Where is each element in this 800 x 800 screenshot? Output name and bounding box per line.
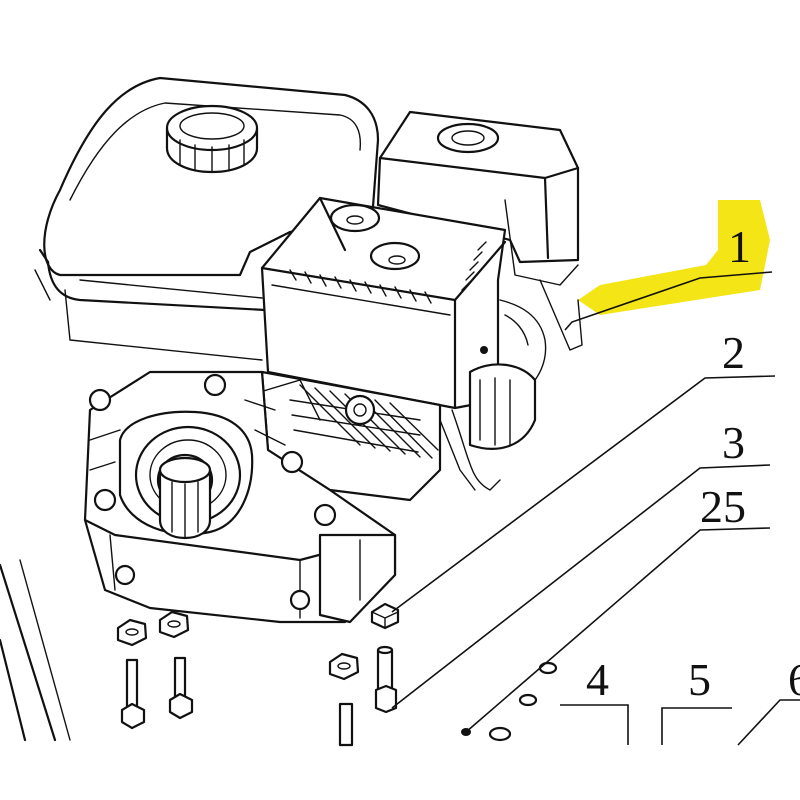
frame-line-2 — [0, 638, 27, 742]
callout-6: 6 — [788, 654, 800, 705]
frame-line-1 — [0, 563, 57, 742]
callout-2: 2 — [722, 327, 745, 378]
air-cleaner — [376, 110, 583, 351]
leader-1 — [564, 271, 773, 331]
callout-3: 3 — [722, 417, 745, 468]
leader-3 — [391, 464, 771, 709]
leader-2 — [391, 375, 776, 613]
leader-5 — [661, 707, 732, 745]
bolt-part-3 — [374, 645, 398, 714]
fuel-tank — [34, 76, 380, 361]
fuel-cap — [165, 104, 259, 174]
callout-1: 1 — [728, 221, 751, 272]
callout-1-highlight — [578, 200, 770, 315]
callout-4: 4 — [586, 654, 609, 705]
leader-25 — [465, 527, 771, 733]
mounting-base — [318, 533, 397, 624]
callout-5: 5 — [688, 654, 711, 705]
bolt-left-1 — [120, 658, 146, 730]
cylinder-fins — [249, 370, 442, 502]
carburetor-area — [439, 299, 547, 491]
nut-center — [328, 652, 360, 681]
washer-chain — [461, 661, 558, 742]
nut-left-2 — [158, 610, 190, 639]
crankshaft-output — [118, 410, 254, 540]
engine-cover — [260, 196, 507, 410]
bolt-center — [338, 702, 354, 747]
nut-part-2 — [370, 602, 400, 630]
leader-6 — [737, 699, 800, 746]
nut-left-1 — [116, 618, 148, 647]
bolt-left-2 — [168, 656, 194, 720]
callout-25: 25 — [700, 481, 746, 532]
frame-line-3 — [19, 559, 71, 741]
leader-4 — [560, 704, 629, 745]
